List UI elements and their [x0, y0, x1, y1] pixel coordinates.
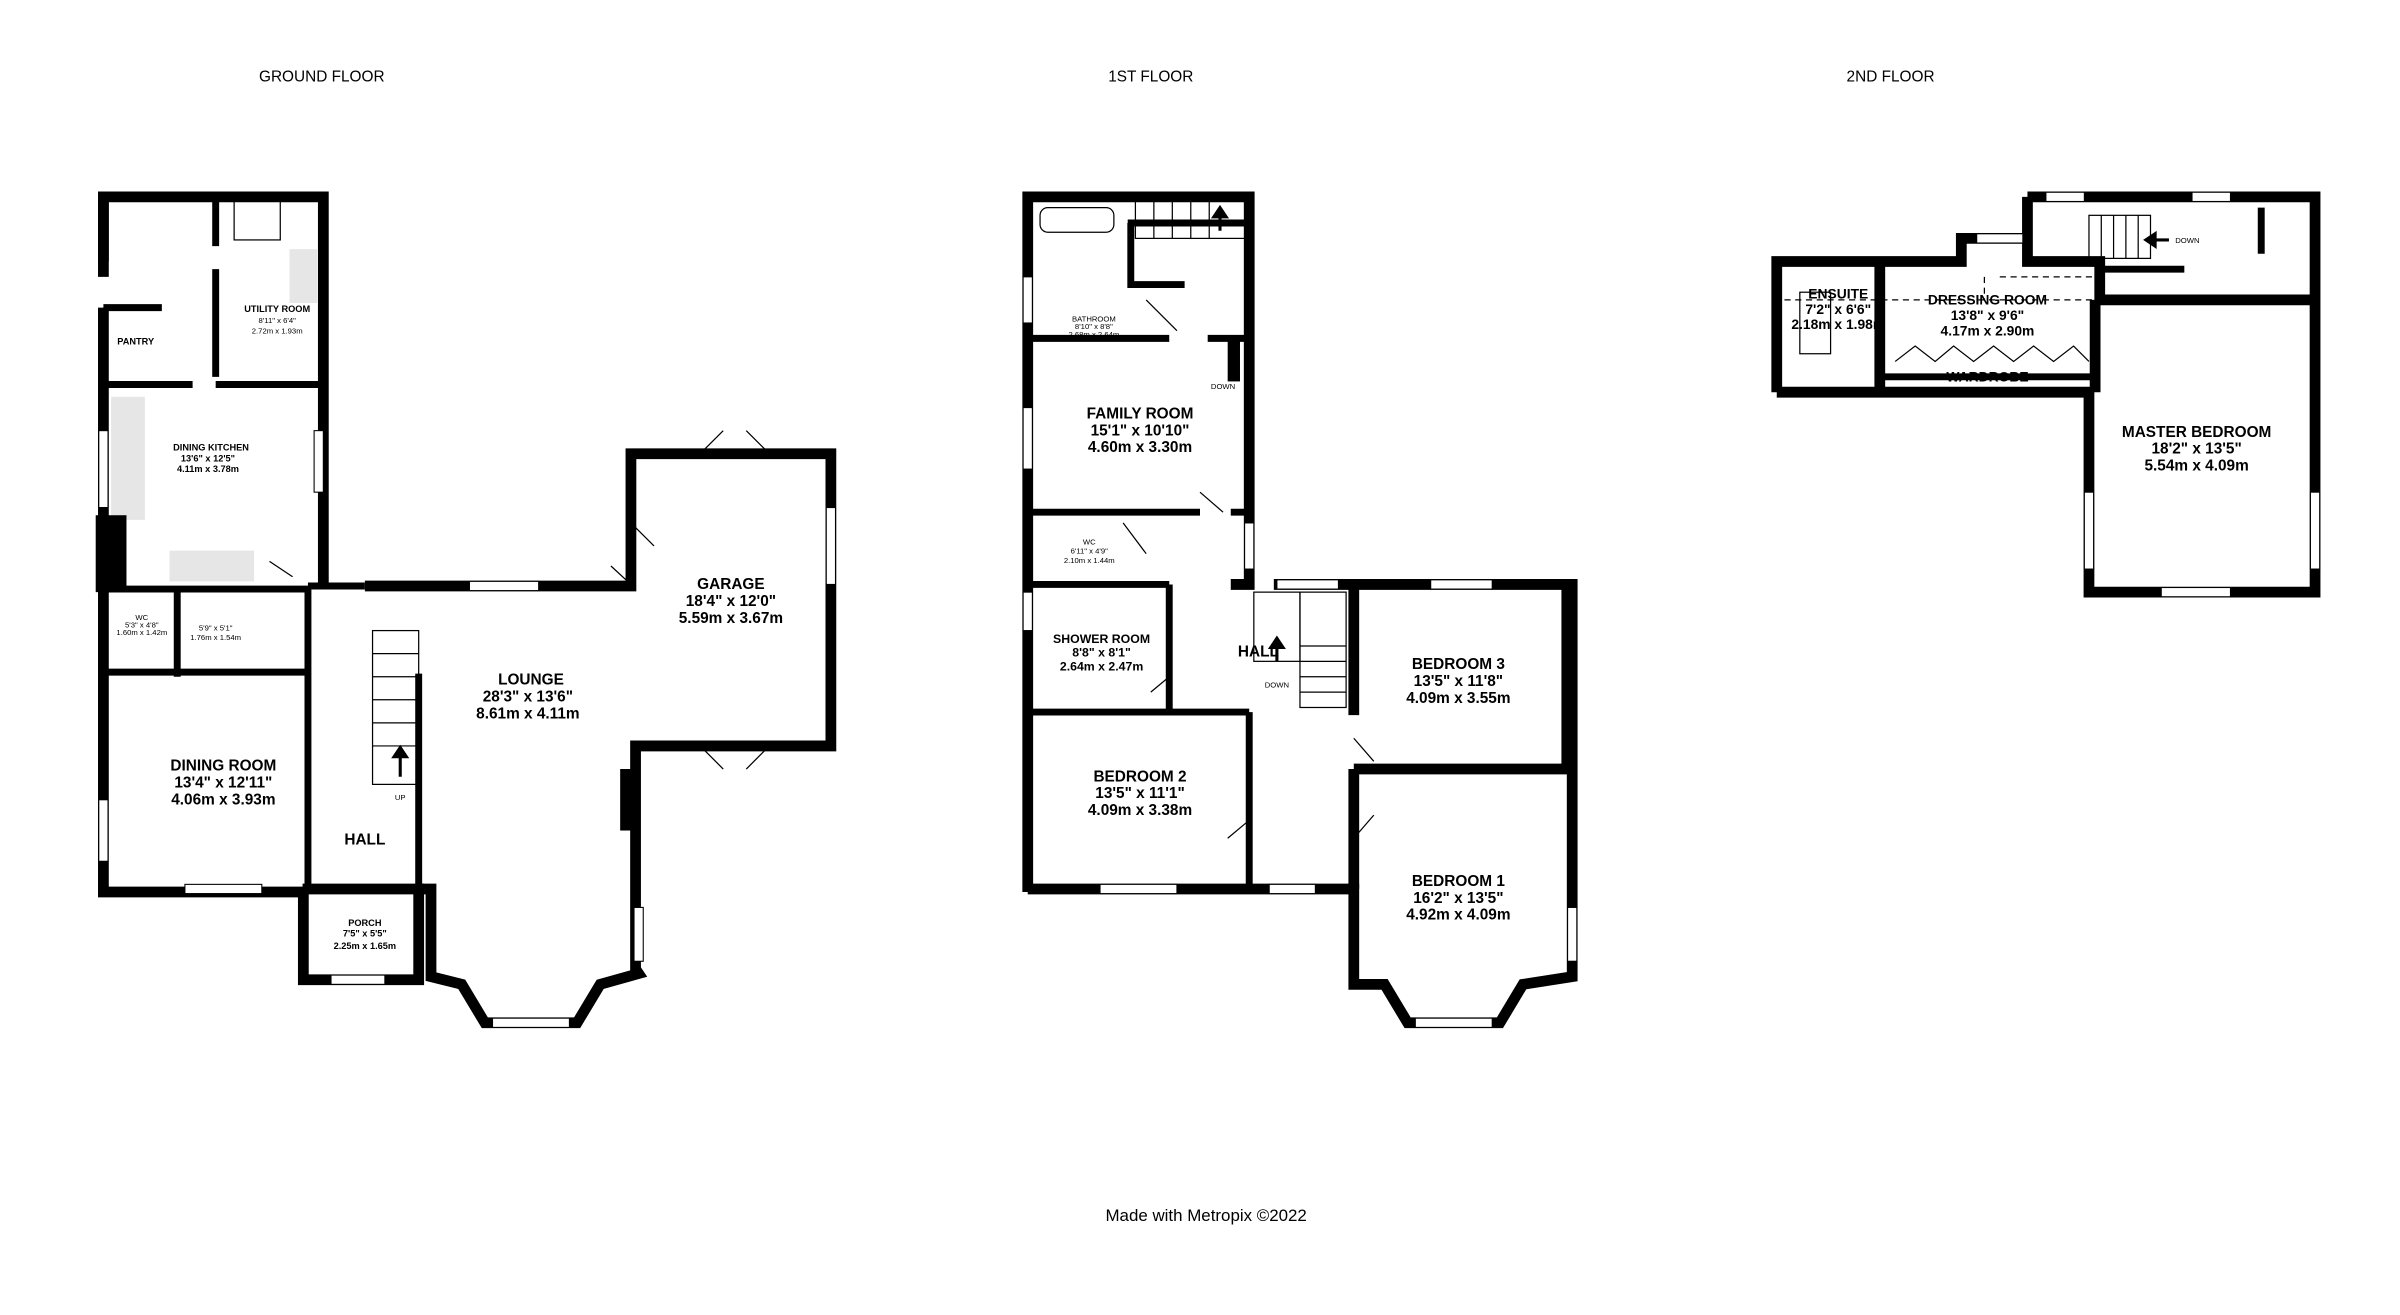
store-metric: 1.76m x 1.54m [190, 633, 241, 642]
family-room-metric: 4.60m x 3.30m [1088, 439, 1192, 456]
lounge-name: LOUNGE [498, 671, 564, 688]
wc-name: WC [135, 613, 148, 622]
utility-room-imperial: 8'11" x 6'4" [259, 316, 297, 325]
first-hall-name: HALL [1238, 644, 1279, 661]
bedroom2-imperial: 13'5" x 11'1" [1095, 785, 1184, 802]
wc-metric: 1.60m x 1.42m [116, 628, 167, 637]
kitchen-name: DINING KITCHEN [173, 443, 249, 453]
stair-arrow-icon [1267, 635, 1286, 662]
ensuite-metric: 2.18m x 1.98m [1791, 316, 1885, 332]
stair-down-label: DOWN [2175, 236, 2199, 245]
ensuite-name: ENSUITE [1808, 285, 1868, 301]
shower-room-imperial: 8'8" x 8'1" [1072, 646, 1131, 660]
dining-room-metric: 4.06m x 3.93m [171, 791, 275, 808]
wc-metric: 2.10m x 1.44m [1064, 556, 1115, 565]
stair-arrow-icon [2143, 230, 2169, 249]
second-floor-plan: DOWN ENSUITE 7'2" x 6'6" 2.18m x 1.98m D… [1771, 191, 2321, 598]
dining-room-imperial: 13'4" x 12'11" [174, 774, 272, 791]
dressing-room-metric: 4.17m x 2.90m [1941, 322, 2035, 338]
ground-stairs [233, 199, 420, 786]
stair-down-label: DOWN [1211, 382, 1235, 391]
utility-room-name: UTILITY ROOM [244, 304, 310, 314]
bathroom-imperial: 8'10" x 8'8" [1075, 322, 1113, 331]
shower-room-metric: 2.64m x 2.47m [1060, 660, 1143, 674]
wardrobe-name: WARDROBE [1946, 368, 2028, 384]
fireplace [620, 769, 633, 831]
porch-metric: 2.25m x 1.65m [334, 941, 397, 951]
porch-name: PORCH [348, 918, 382, 928]
lounge-imperial: 28'3" x 13'6" [483, 688, 573, 705]
dressing-room-imperial: 13'8" x 9'6" [1951, 307, 2025, 323]
ground-floor-plan: UTILITY ROOM 8'11" x 6'4" 2.72m x 1.93m … [95, 191, 837, 1029]
bedroom1-imperial: 16'2" x 13'5" [1413, 890, 1503, 907]
stair-down-hall-label: DOWN [1265, 680, 1289, 689]
family-room-name: FAMILY ROOM [1087, 405, 1194, 422]
bedroom2-name: BEDROOM 2 [1093, 768, 1186, 785]
family-room-imperial: 15'1" x 10'10" [1091, 422, 1190, 439]
garage-name: GARAGE [697, 576, 764, 593]
utility-room-metric: 2.72m x 1.93m [252, 327, 303, 336]
second-stairs [2088, 214, 2169, 260]
first-floor-plan: BATHROOM 8'10" x 8'8" 2.68m x 2.64m DOWN… [1022, 191, 1578, 1029]
bedroom1-metric: 4.92m x 4.09m [1406, 907, 1510, 924]
porch-imperial: 7'5" x 5'5" [343, 929, 387, 939]
kitchen-worktop [111, 396, 145, 520]
pantry-name: PANTRY [117, 337, 154, 347]
wc-imperial: 6'11" x 4'9" [1071, 547, 1109, 556]
bathroom-metric: 2.68m x 2.64m [1068, 330, 1119, 339]
bedroom3-name: BEDROOM 3 [1412, 656, 1505, 673]
utility-worktop [289, 249, 318, 303]
master-bedroom-metric: 5.54m x 4.09m [2144, 458, 2248, 475]
store-imperial: 5'9" x 5'1" [199, 624, 233, 633]
first-floor-title: 1ST FLOOR [1108, 69, 1193, 86]
garage-imperial: 18'4" x 12'0" [686, 593, 776, 610]
metropix-credit: Made with Metropix ©2022 [1105, 1206, 1306, 1225]
first-stairs [1134, 199, 1347, 709]
dressing-room-name: DRESSING ROOM [1928, 292, 2047, 308]
bedroom2-metric: 4.09m x 3.38m [1088, 802, 1192, 819]
master-bedroom-name: MASTER BEDROOM [2122, 424, 2271, 441]
bedroom3-imperial: 13'5" x 11'8" [1414, 673, 1503, 690]
ground-floor-title: GROUND FLOOR [259, 69, 385, 86]
bedroom3-metric: 4.09m x 3.55m [1406, 690, 1510, 707]
master-bedroom-imperial: 18'2" x 13'5" [2151, 441, 2241, 458]
stair-up-arrow-icon [391, 744, 410, 777]
chimney-breast [95, 515, 127, 593]
stair-arrow-icon [1210, 204, 1230, 231]
second-floor-title: 2ND FLOOR [1847, 69, 1935, 86]
garage-metric: 5.59m x 3.67m [679, 610, 783, 627]
kitchen-metric: 4.11m x 3.78m [177, 464, 239, 474]
stair-up-label: UP [395, 793, 406, 802]
bedroom1-name: BEDROOM 1 [1412, 873, 1506, 890]
wc-imperial: 5'3" x 4'8" [125, 621, 159, 630]
lounge-metric: 8.61m x 4.11m [476, 705, 579, 722]
bathroom-name: BATHROOM [1072, 314, 1116, 323]
kitchen-worktop [169, 550, 255, 582]
hall-name: HALL [344, 831, 385, 848]
shower-room-name: SHOWER ROOM [1053, 632, 1150, 646]
dining-room-name: DINING ROOM [170, 758, 276, 775]
wc-name: WC [1083, 537, 1096, 546]
ensuite-imperial: 7'2" x 6'6" [1805, 301, 1871, 317]
bath-icon [1039, 207, 1115, 233]
kitchen-imperial: 13'6" x 12'5" [181, 453, 235, 463]
